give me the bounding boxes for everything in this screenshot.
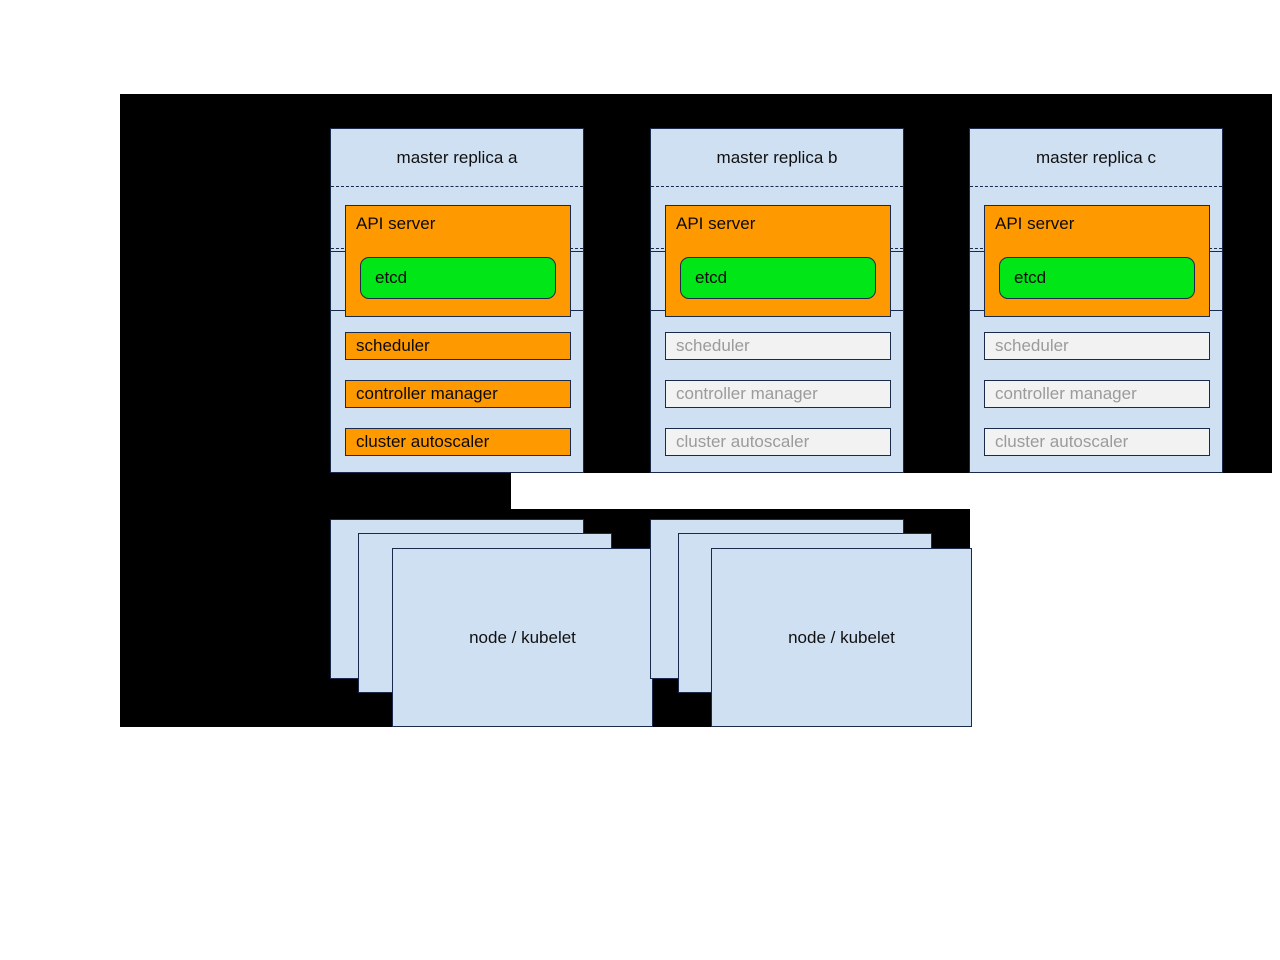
master-replica-c[interactable]: master replica c API server etcd schedul… [969, 128, 1223, 473]
component-controller-manager-a[interactable]: controller manager [345, 380, 571, 408]
master-replica-c-divider-1 [970, 186, 1222, 187]
component-scheduler-b[interactable]: scheduler [665, 332, 891, 360]
api-server-label-b: API server [676, 214, 756, 233]
component-controller-manager-c[interactable]: controller manager [984, 380, 1210, 408]
separator-band [511, 473, 1280, 509]
component-cluster-autoscaler-c[interactable]: cluster autoscaler [984, 428, 1210, 456]
master-replica-a-title: master replica a [396, 148, 518, 167]
node-group-1-label: node / kubelet [469, 627, 576, 647]
master-replica-a[interactable]: master replica a API server etcd schedul… [330, 128, 584, 473]
node-group-1-front[interactable]: node / kubelet [392, 548, 653, 727]
component-scheduler-c[interactable]: scheduler [984, 332, 1210, 360]
api-server-label-a: API server [356, 214, 436, 233]
node-group-2-label: node / kubelet [788, 627, 895, 647]
component-cluster-autoscaler-b[interactable]: cluster autoscaler [665, 428, 891, 456]
master-replica-b-title: master replica b [716, 148, 838, 167]
master-replica-a-divider-1 [331, 186, 583, 187]
component-cluster-autoscaler-a[interactable]: cluster autoscaler [345, 428, 571, 456]
etcd-box-c[interactable]: etcd [999, 257, 1195, 299]
backdrop-left-bridge [120, 473, 511, 509]
api-server-label-c: API server [995, 214, 1075, 233]
component-controller-manager-b[interactable]: controller manager [665, 380, 891, 408]
etcd-box-a[interactable]: etcd [360, 257, 556, 299]
node-group-2-front[interactable]: node / kubelet [711, 548, 972, 727]
etcd-box-b[interactable]: etcd [680, 257, 876, 299]
master-replica-b-divider-1 [651, 186, 903, 187]
component-scheduler-a[interactable]: scheduler [345, 332, 571, 360]
master-replica-c-title: master replica c [1036, 148, 1156, 167]
master-replica-b[interactable]: master replica b API server etcd schedul… [650, 128, 904, 473]
